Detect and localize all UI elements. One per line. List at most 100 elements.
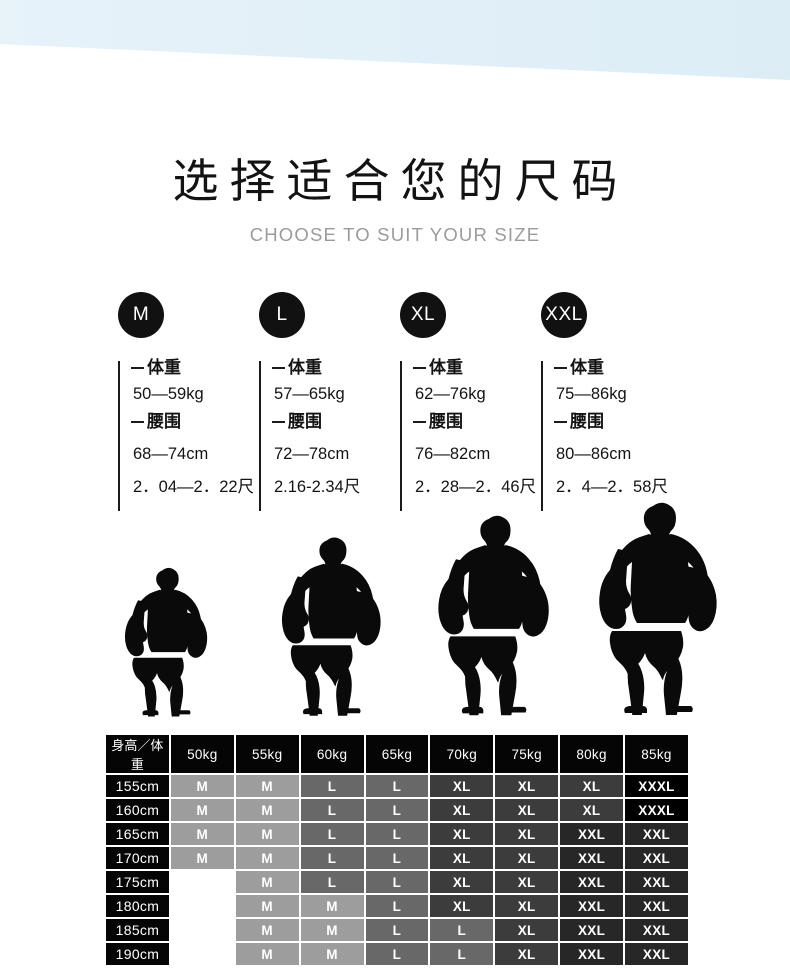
table-cell-size: XXL bbox=[625, 847, 688, 869]
table-cell-size: XL bbox=[430, 799, 494, 821]
table-cell-empty bbox=[170, 871, 234, 893]
spec-rail bbox=[541, 361, 543, 511]
table-row-header: 185cm bbox=[106, 919, 169, 941]
table-row-header: 170cm bbox=[106, 847, 169, 869]
table-cell-size: XXL bbox=[560, 943, 623, 965]
table-cell-size: XL bbox=[430, 775, 494, 797]
weight-value: 50—59kg bbox=[133, 385, 204, 403]
table-row-header: 160cm bbox=[106, 799, 169, 821]
table-cell-size: XL bbox=[560, 775, 623, 797]
table-cell-empty bbox=[170, 895, 234, 917]
table-cell-size: XL bbox=[430, 847, 494, 869]
table-cell-size: L bbox=[365, 919, 429, 941]
weight-value: 75—86kg bbox=[556, 385, 627, 403]
weight-label: 体重 bbox=[412, 354, 541, 381]
table-col-header: 50kg bbox=[170, 735, 234, 773]
table-cell-size: XL bbox=[495, 823, 559, 845]
table-cell-size: XL bbox=[495, 871, 559, 893]
spec-rail bbox=[400, 361, 402, 511]
table-cell-size: M bbox=[170, 799, 234, 821]
page-subtitle: CHOOSE TO SUIT YOUR SIZE bbox=[249, 223, 541, 245]
table-cell-size: XL bbox=[495, 895, 559, 917]
waist-chi-value: 2．4—2．58尺 bbox=[556, 478, 668, 496]
page-header: 选择适合您的尺码 CHOOSE TO SUIT YOUR SIZE bbox=[0, 155, 790, 246]
size-badge-m: M bbox=[118, 292, 164, 338]
table-row-header: 155cm bbox=[106, 775, 169, 797]
table-cell-size: XXXL bbox=[625, 775, 688, 797]
size-spec-l: L 体重 57—65kg 腰围 72—78cm 2.16-2.34尺 bbox=[259, 292, 400, 511]
table-cell-size: XXL bbox=[625, 895, 688, 917]
table-cell-size: L bbox=[365, 943, 429, 965]
waist-chi-value: 2．04—2．22尺 bbox=[133, 478, 255, 496]
table-cell-size: M bbox=[235, 895, 299, 917]
waist-label: 腰围 bbox=[553, 408, 682, 435]
table-cell-empty bbox=[170, 943, 234, 965]
waist-chi-value: 2．28—2．46尺 bbox=[415, 478, 537, 496]
body-silhouette-l bbox=[270, 535, 396, 744]
table-col-header: 55kg bbox=[235, 735, 299, 773]
spec-rail bbox=[118, 361, 120, 511]
table-row-header: 165cm bbox=[106, 823, 169, 845]
body-silhouette-xl bbox=[425, 513, 566, 747]
table-cell-size: M bbox=[235, 823, 299, 845]
body-silhouette-row bbox=[95, 502, 717, 748]
table-cell-size: L bbox=[430, 919, 494, 941]
table-cell-size: L bbox=[300, 799, 364, 821]
table-cell-size: XXL bbox=[560, 919, 623, 941]
table-cell-size: L bbox=[365, 847, 429, 869]
table-cell-size: M bbox=[235, 799, 299, 821]
table-row-header: 190cm bbox=[106, 943, 169, 965]
waist-cm-value: 80—86cm bbox=[556, 445, 632, 463]
table-cell-size: XL bbox=[495, 919, 559, 941]
table-corner-label: 身高／体重 bbox=[106, 735, 169, 773]
size-spec-m: M 体重 50—59kg 腰围 68—74cm 2．04—2．22尺 bbox=[118, 292, 259, 511]
table-cell-size: XL bbox=[495, 943, 559, 965]
table-row-header: 180cm bbox=[106, 895, 169, 917]
weight-value: 57—65kg bbox=[274, 385, 345, 403]
table-cell-size: L bbox=[365, 895, 429, 917]
table-cell-size: XL bbox=[430, 871, 494, 893]
table-cell-size: L bbox=[300, 871, 364, 893]
size-spec-xxl: XXL 体重 75—86kg 腰围 80—86cm 2．4—2．58尺 bbox=[541, 292, 682, 511]
weight-value: 62—76kg bbox=[415, 385, 486, 403]
table-col-header: 85kg bbox=[625, 735, 688, 773]
weight-label: 体重 bbox=[271, 354, 400, 381]
table-cell-size: L bbox=[365, 799, 429, 821]
waist-label: 腰围 bbox=[130, 408, 259, 435]
size-spec-row: M 体重 50—59kg 腰围 68—74cm 2．04—2．22尺 L 体重 … bbox=[118, 292, 684, 511]
table-col-header: 75kg bbox=[495, 735, 559, 773]
table-cell-size: XL bbox=[495, 799, 559, 821]
table-cell-size: XXL bbox=[625, 943, 688, 965]
table-cell-size: M bbox=[235, 871, 299, 893]
table-cell-size: M bbox=[300, 919, 364, 941]
weight-label: 体重 bbox=[553, 354, 682, 381]
size-badge-xxl: XXL bbox=[541, 292, 587, 338]
table-cell-size: XL bbox=[430, 823, 494, 845]
table-cell-size: XL bbox=[495, 847, 559, 869]
table-cell-size: L bbox=[300, 847, 364, 869]
table-cell-size: XXL bbox=[560, 823, 623, 845]
size-badge-l: L bbox=[259, 292, 305, 338]
table-cell-size: L bbox=[300, 823, 364, 845]
waist-cm-value: 72—78cm bbox=[274, 445, 350, 463]
table-cell-size: L bbox=[365, 775, 429, 797]
size-badge-xl: XL bbox=[400, 292, 446, 338]
table-cell-size: XXL bbox=[625, 919, 688, 941]
table-cell-size: XXL bbox=[560, 895, 623, 917]
table-cell-size: M bbox=[170, 847, 234, 869]
spec-rail bbox=[259, 361, 261, 511]
body-silhouette-m bbox=[115, 566, 220, 740]
page-title: 选择适合您的尺码 bbox=[172, 155, 629, 207]
table-cell-empty bbox=[170, 919, 234, 941]
waist-cm-value: 76—82cm bbox=[415, 445, 491, 463]
body-silhouette-xxl bbox=[585, 500, 735, 748]
table-cell-size: XXL bbox=[560, 871, 623, 893]
table-cell-size: XXL bbox=[625, 823, 688, 845]
